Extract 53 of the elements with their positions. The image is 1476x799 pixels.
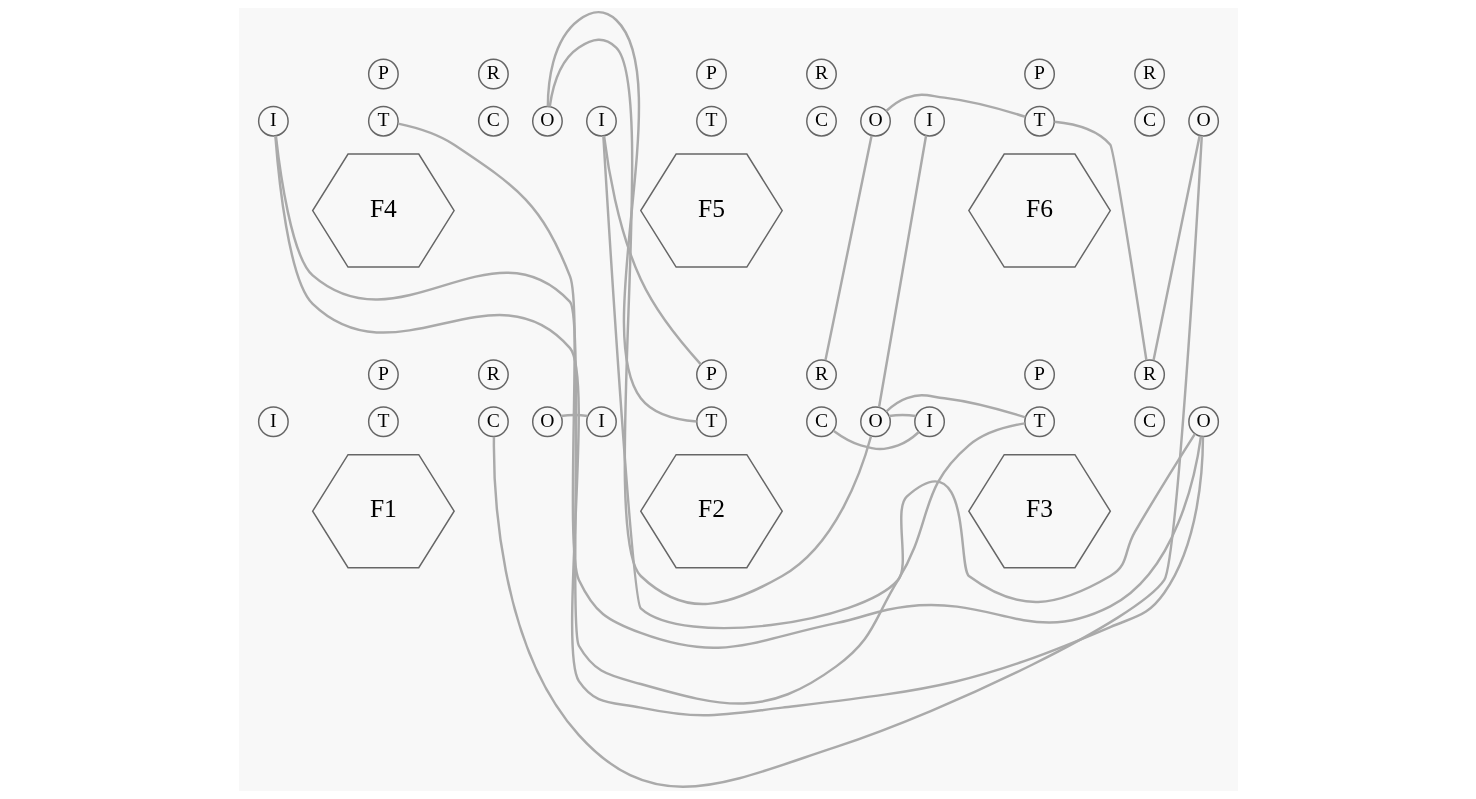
node-circle: C — [477, 406, 509, 438]
node-circle: T — [367, 105, 399, 137]
connector — [548, 38, 872, 606]
node-circle: T — [367, 406, 399, 438]
node-circle: R — [1133, 359, 1165, 391]
node-circle: P — [1023, 58, 1055, 90]
connector — [884, 394, 1026, 419]
node-circle: T — [695, 105, 727, 137]
node-circle: I — [257, 406, 289, 438]
node-circle: C — [477, 105, 509, 137]
node-circle: C — [1133, 406, 1165, 438]
connector — [602, 135, 702, 366]
node-circle: O — [1187, 406, 1219, 438]
node-circle: R — [477, 58, 509, 90]
node-circle: I — [913, 406, 945, 438]
node-circle: R — [477, 359, 509, 391]
node-circle: I — [257, 105, 289, 137]
node-circle: O — [859, 406, 891, 438]
node-circle: T — [1023, 406, 1055, 438]
node-circle: O — [531, 105, 563, 137]
connector — [832, 429, 920, 451]
connector — [397, 122, 1202, 649]
connector — [492, 135, 1203, 788]
node-circle: O — [859, 105, 891, 137]
connector — [1053, 120, 1148, 361]
node-circle: P — [367, 58, 399, 90]
connector — [823, 135, 873, 361]
node-circle: I — [585, 105, 617, 137]
node-circle: T — [695, 406, 727, 438]
node-circle: C — [1133, 105, 1165, 137]
connector — [888, 413, 916, 418]
node-circle: C — [805, 406, 837, 438]
node-circle: P — [367, 359, 399, 391]
connector — [560, 413, 588, 418]
node-circle: R — [1133, 58, 1165, 90]
node-circle: T — [1023, 105, 1055, 137]
node-circle: R — [805, 58, 837, 90]
node-circle: R — [805, 359, 837, 391]
node-circle: O — [531, 406, 563, 438]
node-circle: I — [913, 105, 945, 137]
connector — [601, 135, 1196, 630]
connector — [884, 93, 1026, 118]
node-circle: C — [805, 105, 837, 137]
connector — [273, 135, 1204, 717]
node-circle: P — [695, 58, 727, 90]
node-circle: O — [1187, 105, 1219, 137]
connector — [1151, 135, 1201, 361]
connector — [877, 135, 927, 408]
node-circle: P — [1023, 359, 1055, 391]
node-circle: P — [695, 359, 727, 391]
node-circle: I — [585, 406, 617, 438]
connector — [274, 135, 1025, 705]
connector — [546, 10, 697, 423]
